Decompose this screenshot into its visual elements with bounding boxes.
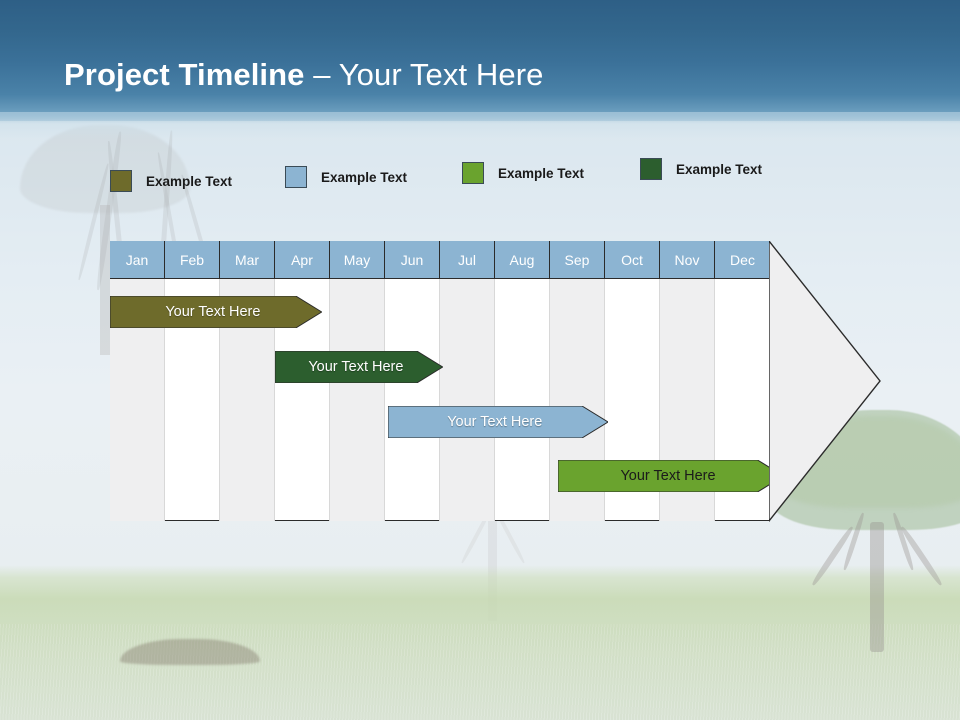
page-title-bold: Project Timeline <box>64 57 305 92</box>
task-bar-shape <box>275 351 443 383</box>
legend-item-label: Example Text <box>498 165 585 181</box>
task-bar-label: Your Text Here <box>308 359 404 375</box>
month-header-feb[interactable]: Feb <box>165 241 220 278</box>
task-bar-label: Your Text Here <box>165 304 261 320</box>
background-grass <box>0 565 960 720</box>
month-header-may[interactable]: May <box>330 241 385 278</box>
page-title: Project Timeline – Your Text Here <box>64 57 543 93</box>
column-separator <box>439 278 440 521</box>
month-column-oct: Oct <box>605 241 660 521</box>
month-header-apr[interactable]: Apr <box>275 241 330 278</box>
month-column-feb: Feb <box>165 241 220 521</box>
timeline-arrow-head <box>769 241 881 522</box>
month-column-jul: Jul <box>440 241 495 521</box>
legend-item-label: Example Text <box>146 173 233 189</box>
column-separator <box>494 278 495 521</box>
background-grass-texture <box>0 624 960 720</box>
blue-swatch <box>285 166 307 188</box>
month-column-mar: Mar <box>220 241 275 521</box>
task-bar-label: Your Text Here <box>620 468 716 484</box>
column-separator <box>549 278 550 521</box>
task-bar-0[interactable]: Your Text Here <box>110 296 322 328</box>
month-column-apr: Apr <box>275 241 330 521</box>
column-separator <box>274 278 275 521</box>
legend-item-label: Example Text <box>321 169 408 185</box>
legend-item-label: Example Text <box>676 161 763 177</box>
month-header-nov[interactable]: Nov <box>660 241 715 278</box>
page-title-light: Your Text Here <box>338 57 544 92</box>
title-band-fade <box>0 112 960 138</box>
task-bar-1[interactable]: Your Text Here <box>275 351 443 383</box>
header-baseline <box>110 278 770 279</box>
task-bar-label: Your Text Here <box>447 414 543 430</box>
month-header-aug[interactable]: Aug <box>495 241 550 278</box>
task-bar-2[interactable]: Your Text Here <box>387 406 608 438</box>
column-separator <box>604 278 605 521</box>
month-column-aug: Aug <box>495 241 550 521</box>
column-separator <box>714 278 715 521</box>
column-separator <box>329 278 330 521</box>
column-separator <box>219 278 220 521</box>
arrow-head-shape <box>769 241 881 522</box>
month-column-jun: Jun <box>385 241 440 521</box>
legend-item-2[interactable]: Example Text <box>462 162 584 184</box>
column-separator <box>384 278 385 521</box>
task-bar-3[interactable]: Your Text Here <box>558 460 784 492</box>
title-band <box>0 0 960 121</box>
column-separator <box>659 278 660 521</box>
background-dirt-mound <box>120 639 260 665</box>
month-header-jul[interactable]: Jul <box>440 241 495 278</box>
task-bar-shape <box>387 406 608 438</box>
page-title-separator: – <box>304 57 339 92</box>
month-header-sep[interactable]: Sep <box>550 241 605 278</box>
legend-item-0[interactable]: Example Text <box>110 170 232 192</box>
month-header-oct[interactable]: Oct <box>605 241 660 278</box>
month-header-dec[interactable]: Dec <box>715 241 770 278</box>
month-header-mar[interactable]: Mar <box>220 241 275 278</box>
dark-green-swatch <box>640 158 662 180</box>
month-column-dec: Dec <box>715 241 770 521</box>
task-bar-shape <box>110 296 322 328</box>
month-header-jun[interactable]: Jun <box>385 241 440 278</box>
column-separator <box>164 278 165 521</box>
month-header-jan[interactable]: Jan <box>110 241 165 278</box>
legend-item-1[interactable]: Example Text <box>285 166 407 188</box>
green-swatch <box>462 162 484 184</box>
legend-item-3[interactable]: Example Text <box>640 158 762 180</box>
month-column-jan: Jan <box>110 241 165 521</box>
olive-swatch <box>110 170 132 192</box>
